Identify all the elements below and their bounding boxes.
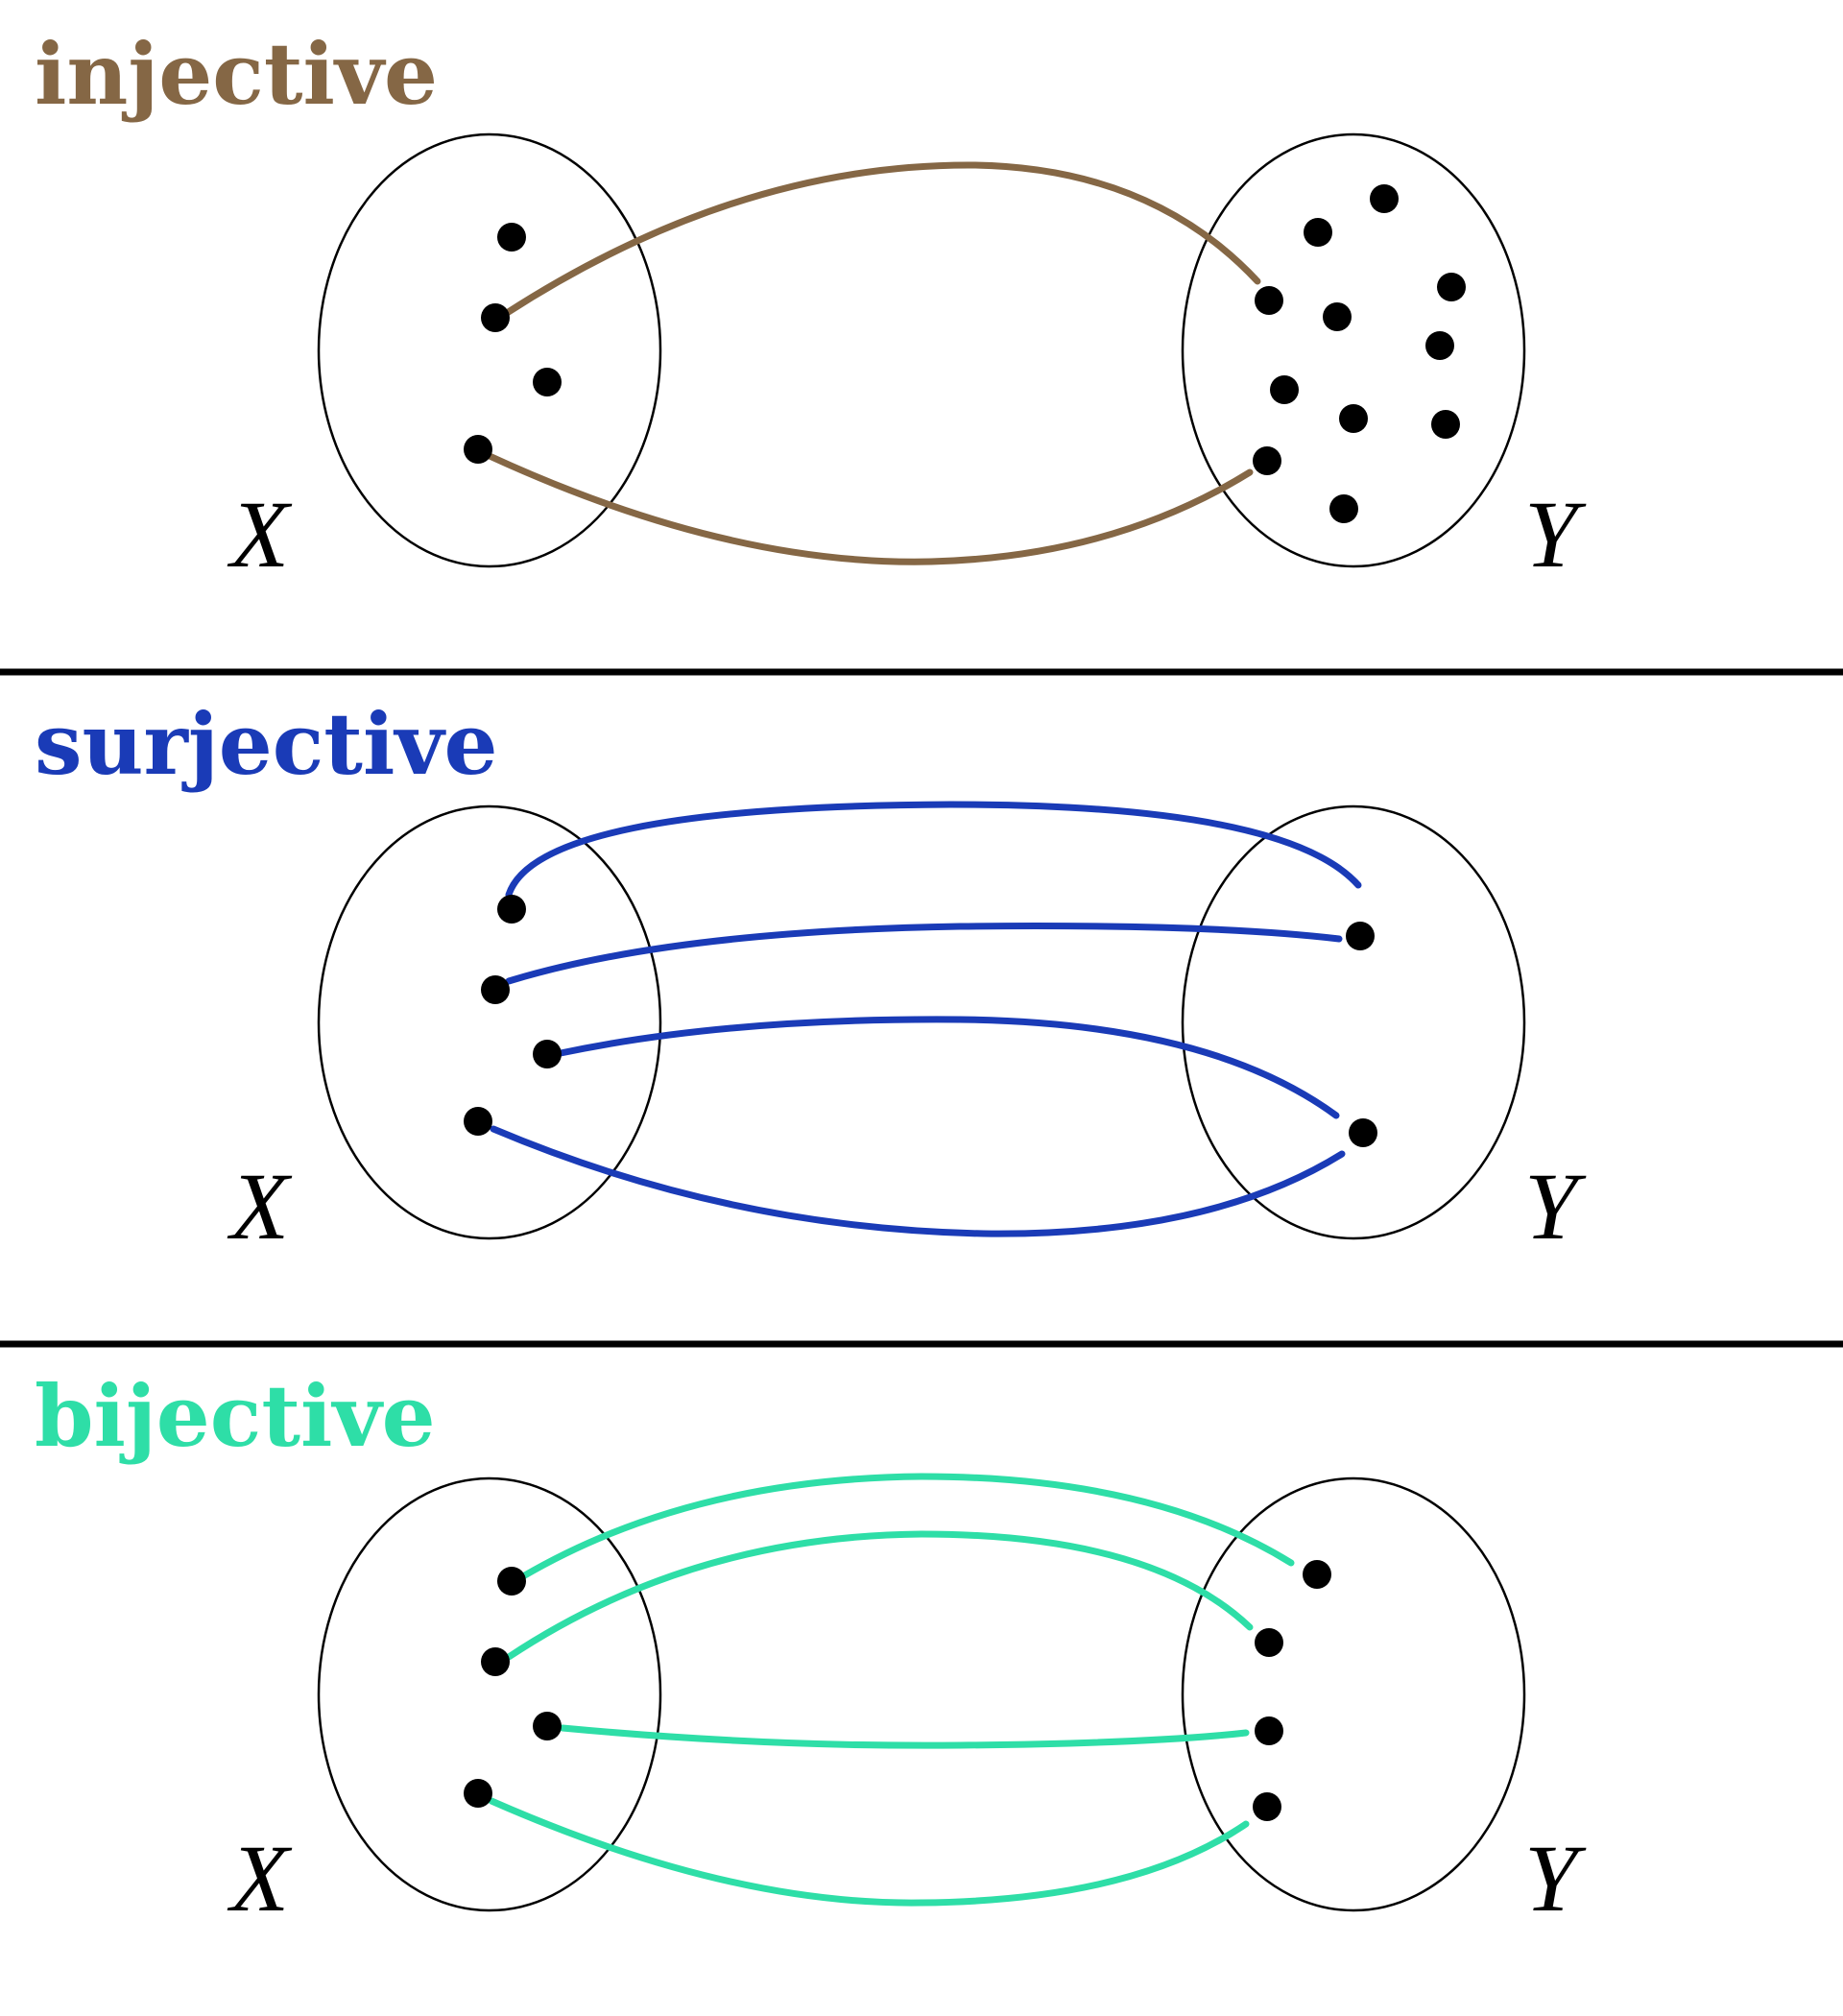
domain-point: [481, 1647, 510, 1676]
mapping-arrow: [519, 1473, 1295, 1580]
panel-title: surjective: [35, 694, 498, 794]
domain-set-ellipse: [317, 1476, 662, 1912]
codomain-point: [1323, 302, 1352, 331]
domain-point: [497, 223, 526, 252]
domain-point: [497, 895, 526, 924]
codomain-point: [1425, 331, 1454, 360]
domain-label: X: [227, 1825, 293, 1932]
codomain-point: [1431, 410, 1460, 439]
codomain-set-ellipse: [1181, 132, 1526, 568]
codomain-point: [1304, 218, 1332, 247]
domain-points: [464, 895, 562, 1136]
domain-points: [464, 1567, 562, 1808]
panel-surjective: surjective X Y: [35, 694, 1587, 1260]
codomain-set-ellipse: [1181, 1476, 1526, 1912]
codomain-point: [1255, 1628, 1283, 1657]
domain-point: [481, 975, 510, 1004]
domain-point: [464, 435, 492, 464]
panel-title: injective: [35, 24, 438, 124]
panel-title: bijective: [35, 1366, 436, 1466]
domain-point: [533, 1040, 562, 1068]
domain-point: [464, 1107, 492, 1136]
domain-points: [464, 223, 562, 464]
codomain-label: Y: [1524, 1153, 1587, 1260]
codomain-label: Y: [1524, 1825, 1587, 1932]
mapping-arrow: [557, 1016, 1340, 1119]
codomain-point: [1370, 184, 1399, 213]
codomain-point: [1253, 1792, 1281, 1821]
mapping-arrow: [486, 452, 1254, 565]
mapping-arrow: [505, 1530, 1254, 1661]
arrow-layer: [486, 161, 1261, 565]
domain-point: [464, 1779, 492, 1808]
domain-label: X: [227, 481, 293, 588]
codomain-point: [1346, 922, 1375, 950]
domain-point: [481, 303, 510, 332]
domain-point: [533, 1712, 562, 1740]
panel-injective: injective X Y: [35, 24, 1587, 588]
codomain-point: [1349, 1118, 1377, 1147]
codomain-point: [1303, 1560, 1331, 1589]
codomain-points: [1253, 184, 1466, 523]
arrow-layer: [488, 1473, 1295, 1907]
codomain-point: [1339, 404, 1368, 433]
mapping-arrow: [488, 1797, 1250, 1907]
codomain-points: [1253, 1560, 1331, 1821]
domain-label: X: [227, 1153, 293, 1260]
mapping-arrow: [559, 1724, 1250, 1749]
domain-set-ellipse: [317, 132, 662, 568]
codomain-label: Y: [1524, 481, 1587, 588]
mapping-arrow: [503, 161, 1261, 317]
mapping-arrow: [490, 1125, 1346, 1237]
codomain-point: [1255, 1716, 1283, 1745]
domain-set-ellipse: [317, 804, 662, 1240]
codomain-set-ellipse: [1181, 804, 1526, 1240]
codomain-point: [1253, 446, 1281, 475]
codomain-point: [1255, 286, 1283, 315]
codomain-point: [1329, 494, 1358, 523]
panel-bijective: bijective X Y: [35, 1366, 1587, 1932]
codomain-point: [1437, 273, 1466, 301]
mapping-arrow: [505, 801, 1362, 899]
domain-point: [497, 1567, 526, 1596]
codomain-point: [1270, 375, 1299, 404]
mapping-arrow: [505, 923, 1343, 985]
codomain-points: [1346, 922, 1377, 1147]
domain-point: [533, 368, 562, 396]
arrow-layer: [490, 801, 1362, 1237]
